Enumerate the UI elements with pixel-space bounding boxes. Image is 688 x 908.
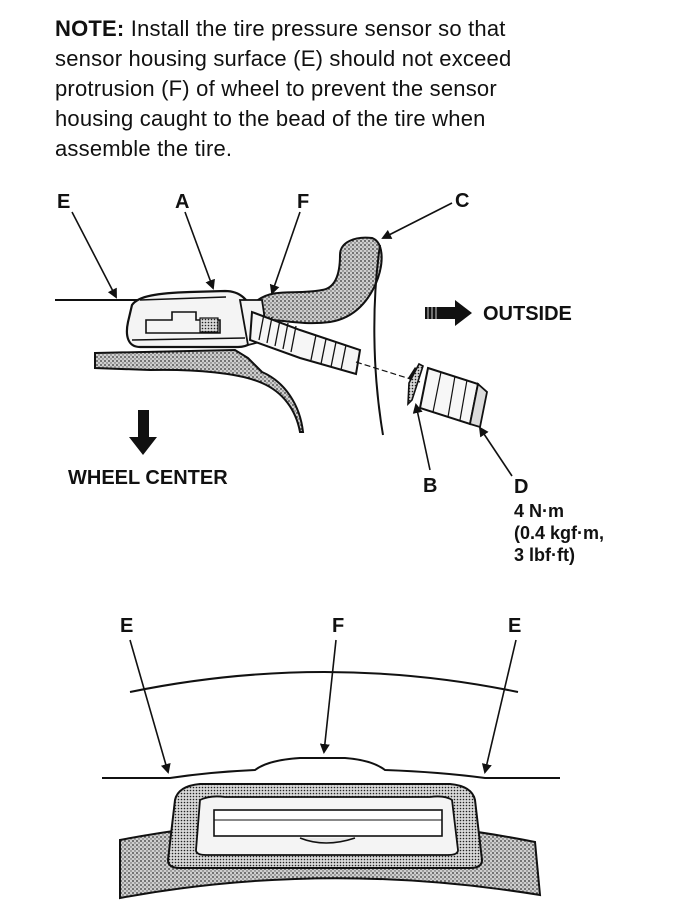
label-c: C [455,190,469,212]
leader-e [71,211,117,299]
sensor-housing-bottom [166,783,484,869]
wheel-center-label: WHEEL CENTER [68,467,228,489]
leader-b [412,403,431,471]
label-f-top: F [297,191,309,213]
rim-body [94,348,305,433]
note-line-3: protrusion (F) of wheel to prevent the s… [55,76,497,101]
leader-f-bottom [319,639,337,754]
sensor-housing [125,289,270,349]
label-d: D [514,476,528,498]
leader-a [184,211,215,290]
outside-label: OUTSIDE [483,303,572,325]
leader-e-right [481,639,517,774]
installation-note: NOTE: Install the tire pressure sensor s… [55,14,615,164]
tire-bead-line [373,244,384,436]
tire-arc [129,671,519,693]
note-line-4: housing caught to the bead of the tire w… [55,106,486,131]
bottom-figure: E F E [102,615,560,900]
note-lead: NOTE: [55,16,125,41]
note-line-5: assemble the tire. [55,136,233,161]
label-f-bottom: F [332,615,344,637]
leader-d [478,426,513,477]
note-line-1: Install the tire pressure sensor so that [130,16,506,41]
label-e-top: E [57,191,70,213]
note-line-2: sensor housing surface (E) should not ex… [55,46,512,71]
torque-line-1: 4 N·m [514,501,564,521]
valve-stem [248,310,421,383]
label-a: A [175,191,189,213]
top-figure: E A F C B D OUTSIDE WHEEL CENTER 4 N·m (… [55,190,604,565]
outside-arrow [425,300,472,326]
wheel-center-arrow [129,410,157,455]
torque-line-2: (0.4 kgf·m, [514,523,604,543]
seal-washer [407,362,424,407]
label-e-left: E [120,615,133,637]
leader-c [381,202,453,239]
rim-protrusion-line [102,757,560,779]
label-e-right: E [508,615,521,637]
leader-f [269,211,301,295]
valve-cap-nut [418,366,488,429]
label-b: B [423,475,437,497]
leader-e-left [129,639,171,774]
torque-line-3: 3 lbf·ft) [514,545,575,565]
rim-flange [256,236,383,325]
